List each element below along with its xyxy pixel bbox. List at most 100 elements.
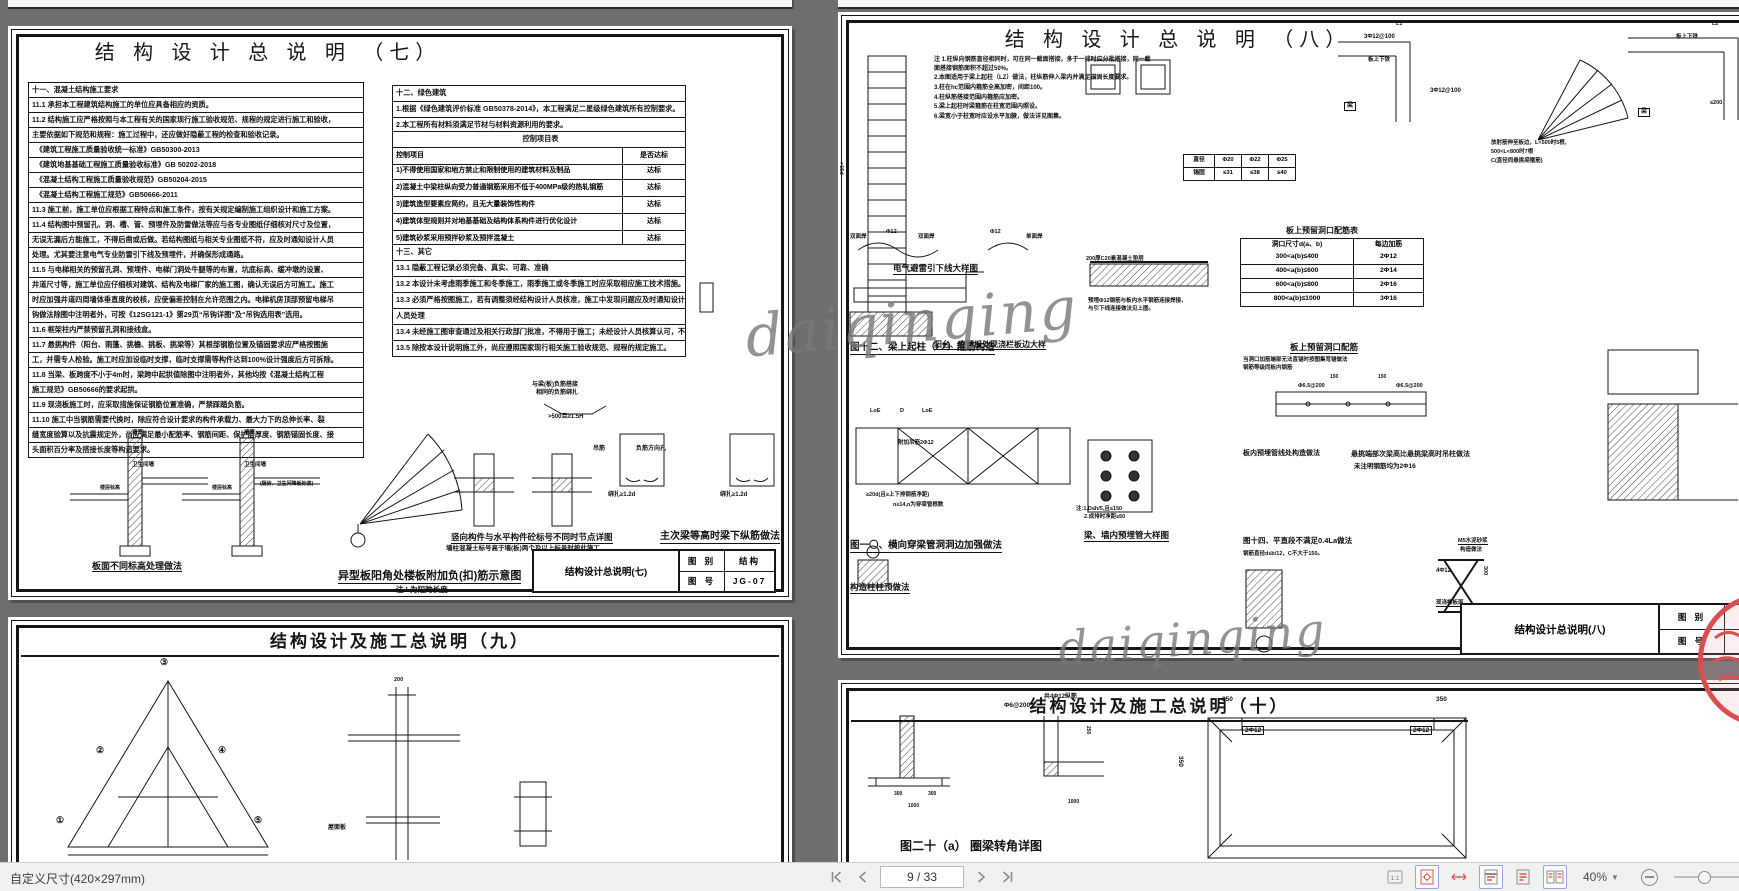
drawing-label: 板上预留洞口配筋表	[1286, 226, 1358, 235]
drawing-label: >15d	[838, 162, 844, 175]
note-row: 钩做法除图中注明者外，可按《12SG121-1》第29页“吊钩详图”及“吊钩选用…	[29, 308, 363, 323]
drawing-label: 板上下铁	[1676, 34, 1699, 40]
note-row: 13.3 必须严格按图施工，若有调整须经结构设计人员核准，施工中发现问题应及时通…	[393, 293, 685, 309]
page-size-status: 自定义尺寸(420×297mm)	[10, 872, 146, 886]
note-row: 13.5 除按本设计说明施工外，尚应遵照国家现行相关施工验收规范、规程的规定施工…	[396, 343, 671, 352]
drawing-label: 板面不同标高处理做法	[92, 561, 183, 573]
drawing-label: 2.成排时净距≥50	[1084, 514, 1126, 520]
drawing-label: 与梁(板)负筋搭接	[532, 382, 578, 388]
note-line: 5.梁上起柱时梁箍筋在柱宽范围内照设。	[934, 104, 1042, 111]
facing-pages-view-button[interactable]	[1543, 865, 1567, 889]
drawing-label: 屋面板	[328, 825, 347, 831]
page-navigation	[826, 866, 1018, 888]
drawing-label: 双面焊	[918, 234, 935, 240]
page-number-input[interactable]	[880, 866, 964, 888]
control-table-title: 控制项目表	[522, 134, 559, 143]
drawing-label: ①	[56, 815, 65, 825]
drawing-label: 未注明钢筋均为2Φ16	[1354, 463, 1416, 470]
single-page-view-button[interactable]	[1511, 865, 1535, 889]
note-row: 13.2 本设计未考虑雨季施工和冬季施工，雨季施工或冬季施工时应采取相应施工技术…	[393, 277, 685, 293]
drawing-label: 墙宽	[244, 430, 256, 436]
drawing-label: 构造做法	[1460, 547, 1483, 553]
drawing-label: 2Φ12	[1410, 726, 1433, 736]
drawing-label: 350	[1177, 756, 1184, 767]
anchor-row: 锚固≤31≤38≤40	[1184, 168, 1295, 180]
previous-page-button[interactable]	[853, 867, 873, 887]
drawing-label: ≤200	[1710, 100, 1723, 106]
note-row: 十一、混凝土结构施工要求	[29, 83, 363, 98]
title-block: 结构设计总说明(八) 图 别结构 图 号JG-08	[1460, 603, 1739, 655]
sheet-page-8: 结 构 设 计 总 说 明 （八） 注 1.柱纵向钢筋直径相同时，可在同一截面搭…	[838, 12, 1739, 658]
drawing-label: 250	[1085, 726, 1091, 735]
fit-width-button[interactable]	[1447, 865, 1471, 889]
previous-page-edge-left	[8, 0, 792, 9]
note-row: 11.7 悬挑构件（阳台、雨篷、挑檐、挑板、挑梁等）其根部钢筋位置及锚固要求应严…	[29, 338, 363, 353]
zoom-slider[interactable]	[1673, 867, 1739, 887]
drawing-label: 图二十（a） 圈梁转角详图	[900, 839, 1043, 853]
chevron-down-icon: ▼	[1611, 872, 1619, 882]
drawing-label: LoE	[922, 408, 933, 414]
zoom-level-dropdown[interactable]: 40% ▼	[1583, 870, 1619, 884]
control-table-row: 2)混凝土中梁柱纵向受力普通钢筋采用不低于400MPa级的热轧钢筋 达标	[393, 180, 685, 197]
next-page-button[interactable]	[971, 867, 991, 887]
note-row: 11.2 结构施工应严格按照与本工程有关的国家现行施工验收规范、规程的规定进行施…	[29, 113, 363, 128]
drawing-label: 现浇楼板面	[1436, 600, 1464, 608]
note-row: 11.1 承担本工程建筑结构施工的单位应具备相应的资质。	[29, 98, 363, 113]
drawing-label: 3Φ12@100	[1430, 88, 1461, 94]
note-row: 人员处理	[393, 309, 685, 325]
drawing-label: 当洞口加筋端部无法直锚时按图集弯锚做法	[1243, 357, 1348, 363]
first-page-button[interactable]	[826, 867, 846, 887]
page-title: 结构设计及施工总说明（九）	[270, 632, 530, 652]
drawing-label: 4Φ12	[1436, 568, 1451, 574]
sheet-inner-frame	[16, 625, 784, 862]
note-row: 处理。尤其要注意电气专业防雷引下线及预埋件，并确保形成通路。	[29, 248, 363, 263]
note-row: 《混凝土结构工程施工质量验收规范》GB50204-2015	[29, 173, 363, 188]
opening-table-header: 洞口尺寸d(a、b) 每边加筋	[1241, 239, 1423, 252]
drawing-label: 相同的负筋绑扎	[536, 390, 579, 396]
note-row: 11.5 与电梯相关的预留孔洞、预埋件、电梯门洞处牛腿等的布置，坑底标高、缓冲墩…	[29, 263, 363, 278]
page-title: 结 构 设 计 总 说 明 （八）	[1004, 27, 1352, 51]
note-row: 《混凝土结构工程施工规范》GB50666-2011	[29, 188, 363, 203]
zoom-level-value: 40%	[1583, 870, 1608, 884]
fit-page-button[interactable]	[1415, 865, 1439, 889]
drawing-label: 1000	[1068, 799, 1080, 805]
zoom-slider-handle[interactable]	[1697, 871, 1711, 884]
drawing-label: 绑扎≥1.2d	[720, 492, 748, 498]
drawing-label: ≥20d(且≥上下排钢筋净距)	[866, 492, 930, 498]
note-line: 注 1.柱纵向钢筋直径相同时，可在同一截面搭接，多于一排时应分批搭接，同一截面搭…	[934, 57, 1151, 72]
drawing-label: 墙宽	[132, 430, 144, 436]
drawing-label: (厨房、卫生间降板标高)	[260, 481, 314, 487]
drawing-label: Φ6.5@200	[1396, 383, 1423, 389]
note-row: 施工规范》GB50666的要求起拱。	[29, 383, 363, 398]
control-table-row: 3)建筑造型要素应简约，且无大量装饰性构件 达标	[393, 197, 685, 214]
drawing-label: 梁	[1638, 108, 1651, 117]
note-row: 11.10 施工中当钢筋需要代换时，除应符合设计要求的构件承载力、最大力下的总伸…	[29, 413, 363, 428]
note-row: 13.4 未经施工图审查通过及相关行政部门批准，不得用于施工；未经设计人员核算认…	[393, 325, 685, 341]
view-tools: 1:1 40% ▼	[1383, 865, 1739, 889]
drawing-label: 附加吊筋2Φ12	[898, 440, 934, 446]
note-row: 1.根据《绿色建筑评价标准 GB50378-2014》，本工程满足二星级绿色建筑…	[393, 102, 685, 118]
zoom-out-button[interactable]	[1640, 868, 1658, 886]
drawing-label: 预埋Φ12钢筋与板内水平钢筋连接焊接，	[1088, 298, 1187, 304]
note-row: 《建筑工程施工质量验收统一标准》GB50300-2013	[29, 143, 363, 158]
drawing-label: 放射筋伸至板边，L<500时5根,	[1491, 140, 1567, 146]
page-title: 结 构 设 计 总 说 明 （七）	[94, 40, 442, 64]
drawing-label: 200厚C20素混凝土垫层	[1086, 256, 1144, 262]
drawing-label: 悬挑端部次梁高比悬挑梁高时吊柱做法	[1351, 451, 1470, 458]
drawing-label: Φ6@200	[1004, 702, 1031, 709]
actual-size-button[interactable]: 1:1	[1383, 865, 1407, 889]
continuous-view-button[interactable]	[1479, 865, 1503, 889]
drawing-label: 3Φ12@100	[1364, 34, 1395, 40]
previous-page-edge-right	[838, 0, 1739, 9]
note-line: 6.梁宽小于柱宽时应设水平加腋，做法详见图集。	[934, 114, 1066, 121]
last-page-button[interactable]	[998, 867, 1018, 887]
control-table-body: 1)不得使用国家和地方禁止和限制使用的建筑材料及制品 达标 2)混凝土中梁柱纵向…	[392, 163, 686, 248]
drawing-label: 注 L为短跨长度	[396, 585, 448, 594]
note-row: 11.9 现浇板施工时，应采取措施保证钢筋位置准确，严禁踩踏负筋。	[29, 398, 363, 413]
drawing-label: L2	[1712, 21, 1719, 27]
